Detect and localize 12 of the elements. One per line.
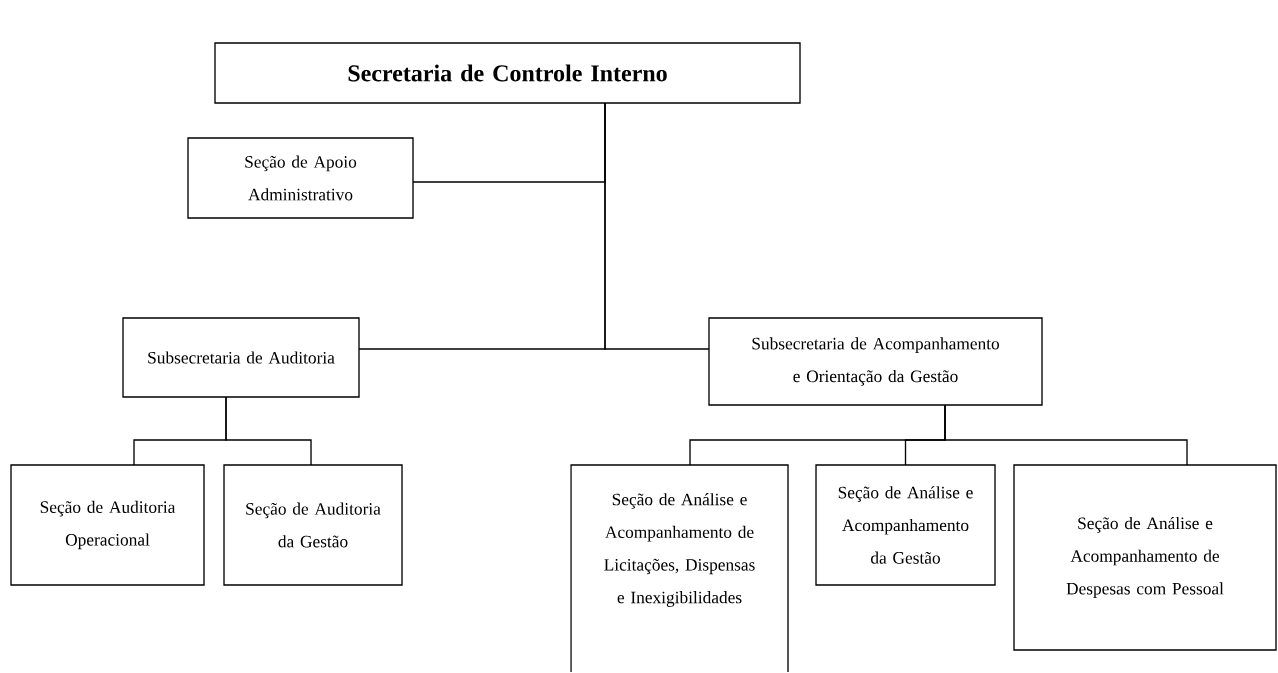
section-box: Seção de Análise e Acompanhamento de Despesas com Pessoal <box>1013 464 1277 651</box>
connector-line <box>944 404 1188 466</box>
section-box: Seção de Análise e Acompanhamento de Licitações, Dispensas e Inexigibilidades <box>570 464 789 673</box>
section-box: Subsecretaria de Acompanhamento e Orientação da Gestão <box>708 317 1043 406</box>
section-box: Seção de Auditoria Operacional <box>10 464 205 586</box>
section-box: Seção de Apoio Administrativo <box>187 137 414 219</box>
section-box: Seção de Auditoria da Gestão <box>223 464 403 586</box>
section-box: Seção de Análise e Acompanhamento da Gestão <box>815 464 996 586</box>
connector-line <box>225 396 312 466</box>
section-box: Subsecretaria de Auditoria <box>122 317 360 398</box>
title-box: Secretaria de Controle Interno <box>214 42 801 104</box>
connector-line <box>604 102 710 350</box>
